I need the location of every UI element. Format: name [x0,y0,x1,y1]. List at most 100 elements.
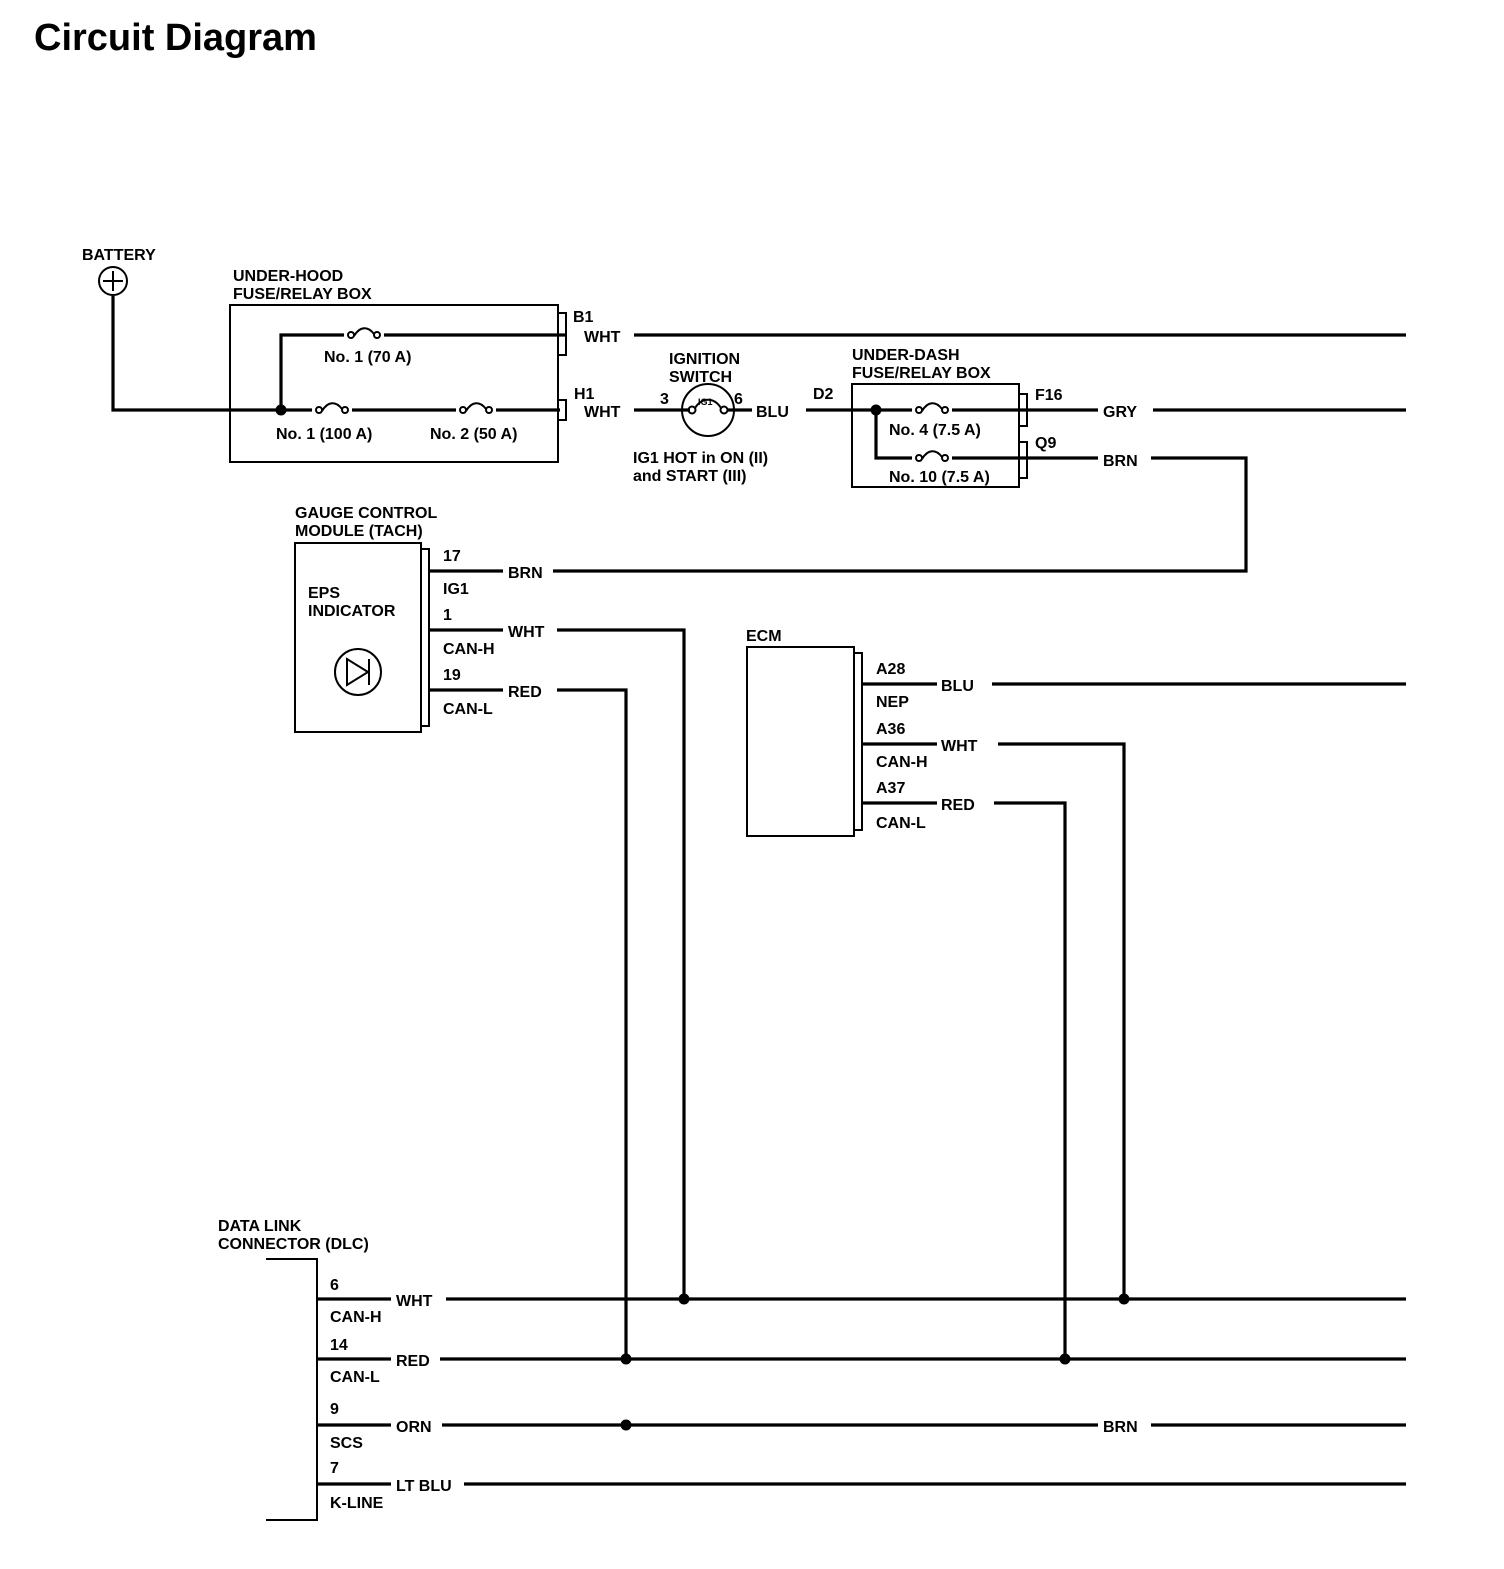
ecm-pin-a28-wire: BLU [941,678,974,695]
wire-ecm-can-h [998,742,1126,1299]
dlc-pin-9-name: SCS [330,1435,363,1452]
page-title: Circuit Diagram [34,17,317,59]
gauge-label-2: MODULE (TACH) [295,523,423,540]
gauge-pin-19-num: 19 [443,667,461,684]
dlc-bracket [266,1258,318,1521]
eps-indicator-label-1: EPS [308,585,340,602]
ignition-contact-in [687,405,697,415]
gauge-box-outline [294,542,422,733]
ignition-note-1: IG1 HOT in ON (II) [633,450,768,467]
under-hood-label-2: FUSE/RELAY BOX [233,286,372,303]
under-hood-fuse-box: UNDER-HOOD FUSE/RELAY BOX No. 1 ( [229,268,595,463]
dlc-label-2: CONNECTOR (DLC) [218,1236,369,1253]
gauge-connector [421,548,430,727]
gauge-control-module: GAUGE CONTROL MODULE (TACH) EPS INDICATO… [294,505,545,733]
h1-connector [558,399,567,421]
ecm-box-outline [746,646,855,837]
gauge-pin-17-name: IG1 [443,581,469,598]
fuse-70a-symbol [344,326,384,344]
dlc-pin-14-wire: RED [396,1353,430,1370]
wire-q9-to-gauge [553,456,1248,573]
ecm-pin-a37-num: A37 [876,780,905,797]
wire-h1-color: WHT [584,404,621,421]
fuse-100a-label: No. 1 (100 A) [276,426,372,443]
fuse-50a-symbol [456,401,496,419]
dlc-pin-7-name: K-LINE [330,1495,384,1512]
dlc-pin-9-num: 9 [330,1401,339,1418]
wire-ecm-can-l [994,801,1067,1359]
gauge-pin-1-num: 1 [443,607,452,624]
fuse-10-symbol [912,449,952,467]
eps-indicator-label-2: INDICATOR [308,603,396,620]
ignition-pin-6: 6 [734,391,743,408]
ecm-pin-a36-wire: WHT [941,738,978,755]
dlc-pin-6-name: CAN-H [330,1309,382,1326]
junction-can-l-ecm [1059,1353,1071,1365]
ecm-pin-a37-wire: RED [941,797,975,814]
wire-scs-right-color: BRN [1103,1419,1138,1436]
wire-f16-color: GRY [1103,404,1137,421]
wire-ign-out-color: BLU [756,404,789,421]
gauge-pin-19-name: CAN-L [443,701,493,718]
wire-gauge-can-l [557,688,628,1359]
ecm: ECM A28 NEP BLU A36 CAN-H WHT A37 CAN-L … [746,628,978,837]
q9-connector [1019,441,1028,479]
dlc-pin-6-num: 6 [330,1277,339,1294]
junction-underhood [275,404,287,416]
wire-fuse10-feed [874,410,1028,460]
wire-gauge-can-h [557,628,686,1299]
fuse-70a-label: No. 1 (70 A) [324,349,411,366]
dlc-pin-14-name: CAN-L [330,1369,380,1386]
gauge-pin-1-wire: WHT [508,624,545,641]
junction-scs [620,1419,632,1431]
fuse-100a-symbol [312,401,352,419]
wire-q9-color: BRN [1103,453,1138,470]
wire-fuse70-feed [279,333,350,410]
under-dash-label-2: FUSE/RELAY BOX [852,365,991,382]
ignition-label-1: IGNITION [669,351,740,368]
junction-underdash [870,404,882,416]
terminal-d2: D2 [813,386,834,403]
gauge-pin-17-num: 17 [443,548,461,565]
dlc-pin-7-wire: LT BLU [396,1478,452,1495]
dlc-pin-7-num: 7 [330,1460,339,1477]
ignition-ig1-symbol: IG1 [698,397,713,407]
dlc-pin-14-num: 14 [330,1337,348,1354]
fuse-10-label: No. 10 (7.5 A) [889,469,990,486]
under-dash-label-1: UNDER-DASH [852,347,960,364]
under-dash-fuse-box: UNDER-DASH FUSE/RELAY BOX D2 No. 4 (7.5 … [813,347,1063,488]
ecm-pin-a36-num: A36 [876,721,905,738]
fuse-4-symbol [912,401,952,419]
ecm-pin-a28-name: NEP [876,694,909,711]
terminal-h1: H1 [574,386,595,403]
gauge-pin-19-wire: RED [508,684,542,701]
junction-can-h-ecm [1118,1293,1130,1305]
gauge-pin-1-name: CAN-H [443,641,495,658]
eps-indicator-led-icon [334,648,382,696]
under-hood-box-outline [229,304,559,463]
ignition-label-2: SWITCH [669,369,732,386]
terminal-q9: Q9 [1035,435,1056,452]
ecm-pin-a28-num: A28 [876,661,905,678]
battery-symbol [98,266,128,296]
ecm-pin-a36-name: CAN-H [876,754,928,771]
fuse-50a-label: No. 2 (50 A) [430,426,517,443]
wire-b1-color: WHT [584,329,621,346]
ignition-switch: IGNITION SWITCH IG1 3 6 IG1 HOT in ON (I… [633,351,768,485]
data-link-connector: DATA LINK CONNECTOR (DLC) 6 CAN-H WHT 14… [218,1218,452,1521]
ignition-note-2: and START (III) [633,468,746,485]
gauge-label-1: GAUGE CONTROL [295,505,437,522]
battery: BATTERY [82,247,156,296]
battery-label: BATTERY [82,247,156,264]
terminal-b1: B1 [573,309,594,326]
f16-connector [1019,393,1028,427]
wire-battery-main [111,296,560,412]
gauge-pin-17-wire: BRN [508,565,543,582]
junction-can-l-gauge [620,1353,632,1365]
terminal-f16: F16 [1035,387,1063,404]
dlc-pin-6-wire: WHT [396,1293,433,1310]
ecm-label: ECM [746,628,782,645]
under-dash-box-outline [851,383,1020,488]
dlc-label-1: DATA LINK [218,1218,302,1235]
